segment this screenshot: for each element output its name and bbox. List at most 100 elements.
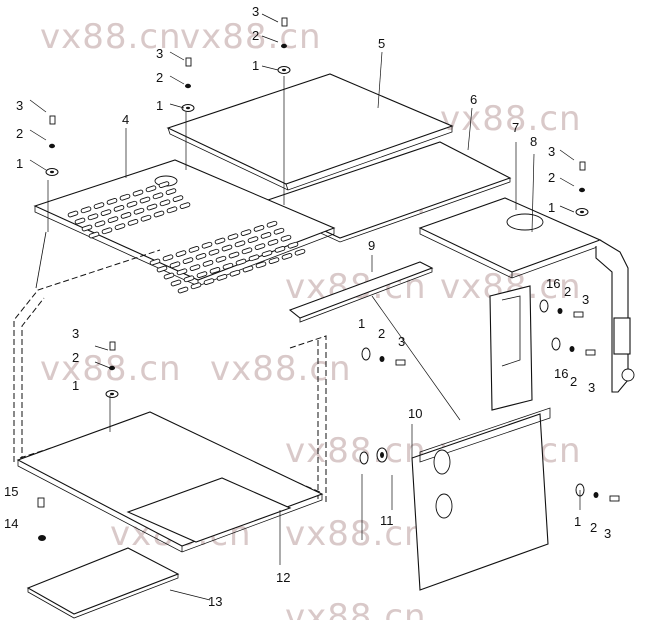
vent-slot	[132, 189, 144, 197]
callout-3: 3	[582, 292, 589, 307]
bolt	[579, 161, 586, 171]
watermark-text: vx88.cn	[285, 597, 427, 620]
vent-slot	[158, 181, 170, 188]
vent-slot	[214, 237, 226, 245]
vent-slot	[133, 207, 145, 215]
vent-slot	[67, 210, 79, 218]
callout-13: 13	[208, 594, 222, 609]
vent-slot	[255, 261, 267, 269]
callout-labels: 3 2 1 5 3 2 1 3 2 1 4 6 7 8 3 2 1 9 16 2…	[4, 4, 611, 609]
vent-slot	[81, 224, 93, 232]
vent-slot	[175, 250, 187, 257]
callout-3: 3	[72, 326, 79, 341]
vent-slot	[274, 246, 286, 253]
callout-2: 2	[564, 284, 571, 299]
vent-slot	[234, 240, 246, 248]
vent-slot	[94, 220, 106, 228]
callout-1: 1	[548, 200, 555, 215]
watermark-text: vx88.cn	[40, 17, 182, 57]
callout-4: 4	[122, 112, 129, 127]
vent-slot	[170, 279, 182, 287]
vent-slot	[254, 243, 266, 250]
vent-slot	[260, 232, 272, 239]
callout-14: 14	[4, 516, 18, 531]
vent-slot	[100, 209, 112, 216]
vent-slot	[145, 185, 157, 193]
callout-1: 1	[156, 98, 163, 113]
vent-slot	[80, 206, 92, 214]
callout-3: 3	[156, 46, 163, 61]
vent-slot	[241, 247, 253, 255]
vent-slot	[153, 210, 165, 218]
vent-slot	[183, 275, 195, 283]
vent-slot	[268, 257, 280, 264]
part-bracket-16	[489, 285, 533, 411]
callout-2: 2	[156, 70, 163, 85]
callout-2: 2	[590, 520, 597, 535]
callout-10: 10	[408, 406, 422, 421]
vent-slot	[294, 248, 306, 256]
vent-slot	[195, 253, 207, 260]
callout-2: 2	[378, 326, 385, 341]
part-12-bottom-tray	[16, 411, 324, 553]
callout-16: 16	[546, 276, 560, 291]
callout-3: 3	[16, 98, 23, 113]
vent-slot	[203, 278, 215, 285]
vent-slot	[216, 274, 228, 281]
watermark-text: vx88.cn	[285, 514, 427, 554]
vent-slot	[87, 213, 99, 221]
vent-slot	[159, 199, 171, 207]
vent-slot	[188, 246, 200, 253]
callout-7: 7	[512, 120, 519, 135]
vent-slot	[221, 244, 233, 252]
washer-hole	[50, 170, 54, 174]
vent-slot	[189, 264, 201, 271]
vent-slot	[280, 234, 292, 242]
bolt	[49, 115, 56, 125]
vent-slot	[266, 220, 278, 228]
vent-slot	[201, 241, 213, 249]
vent-slot	[146, 203, 158, 211]
callout-15: 15	[4, 484, 18, 499]
lock-washer	[109, 365, 115, 371]
callout-16: 16	[554, 366, 568, 381]
lock-washer	[185, 83, 191, 89]
vent-slot	[190, 282, 202, 290]
vent-slot	[287, 241, 299, 249]
callout-6: 6	[470, 92, 477, 107]
lock-washer	[569, 346, 575, 352]
vent-slot	[222, 262, 234, 270]
part-10-side-panel	[411, 407, 551, 591]
vent-slot	[126, 200, 138, 208]
vent-slot	[166, 206, 178, 214]
bolt	[585, 349, 596, 356]
vent-slot	[228, 251, 240, 259]
vent-slot	[273, 227, 285, 235]
vent-slot	[182, 257, 194, 264]
vent-slot	[74, 217, 86, 225]
part-7-top-plate	[418, 197, 602, 279]
callout-3: 3	[252, 4, 259, 19]
vent-slot	[120, 212, 132, 219]
vent-slot	[248, 254, 260, 262]
callout-3: 3	[398, 334, 405, 349]
vent-slot	[229, 269, 241, 277]
vent-slot	[139, 196, 151, 204]
vent-slot	[113, 205, 125, 212]
vent-slot	[162, 254, 174, 262]
callout-3: 3	[588, 380, 595, 395]
vent-slot	[227, 233, 239, 241]
callout-1: 1	[252, 58, 259, 73]
callout-8: 8	[530, 134, 537, 149]
washer-hole	[186, 106, 190, 110]
lock-washer	[49, 143, 55, 149]
vent-slot	[209, 267, 221, 274]
vent-slot	[208, 248, 220, 256]
vent-slot	[240, 229, 252, 236]
callout-3: 3	[548, 144, 555, 159]
bolt	[609, 495, 620, 502]
vent-slot	[165, 188, 177, 195]
vent-slot	[261, 250, 273, 257]
vent-slot	[242, 265, 254, 273]
